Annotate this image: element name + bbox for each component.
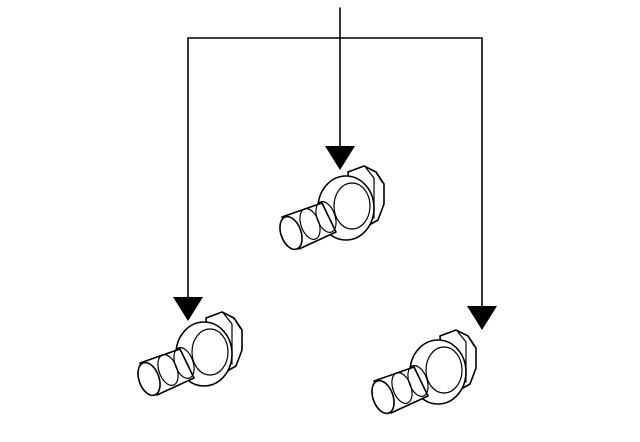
arrowhead-left <box>173 297 203 321</box>
flange-bolt-icon <box>274 165 385 254</box>
arrowhead-center <box>325 146 355 170</box>
arrowhead-right <box>467 306 497 330</box>
callout-leader-lines <box>187 7 483 307</box>
flange-bolt-icon <box>132 311 243 400</box>
callout-arrowheads <box>173 146 497 330</box>
flange-bolt-icon <box>366 329 477 418</box>
